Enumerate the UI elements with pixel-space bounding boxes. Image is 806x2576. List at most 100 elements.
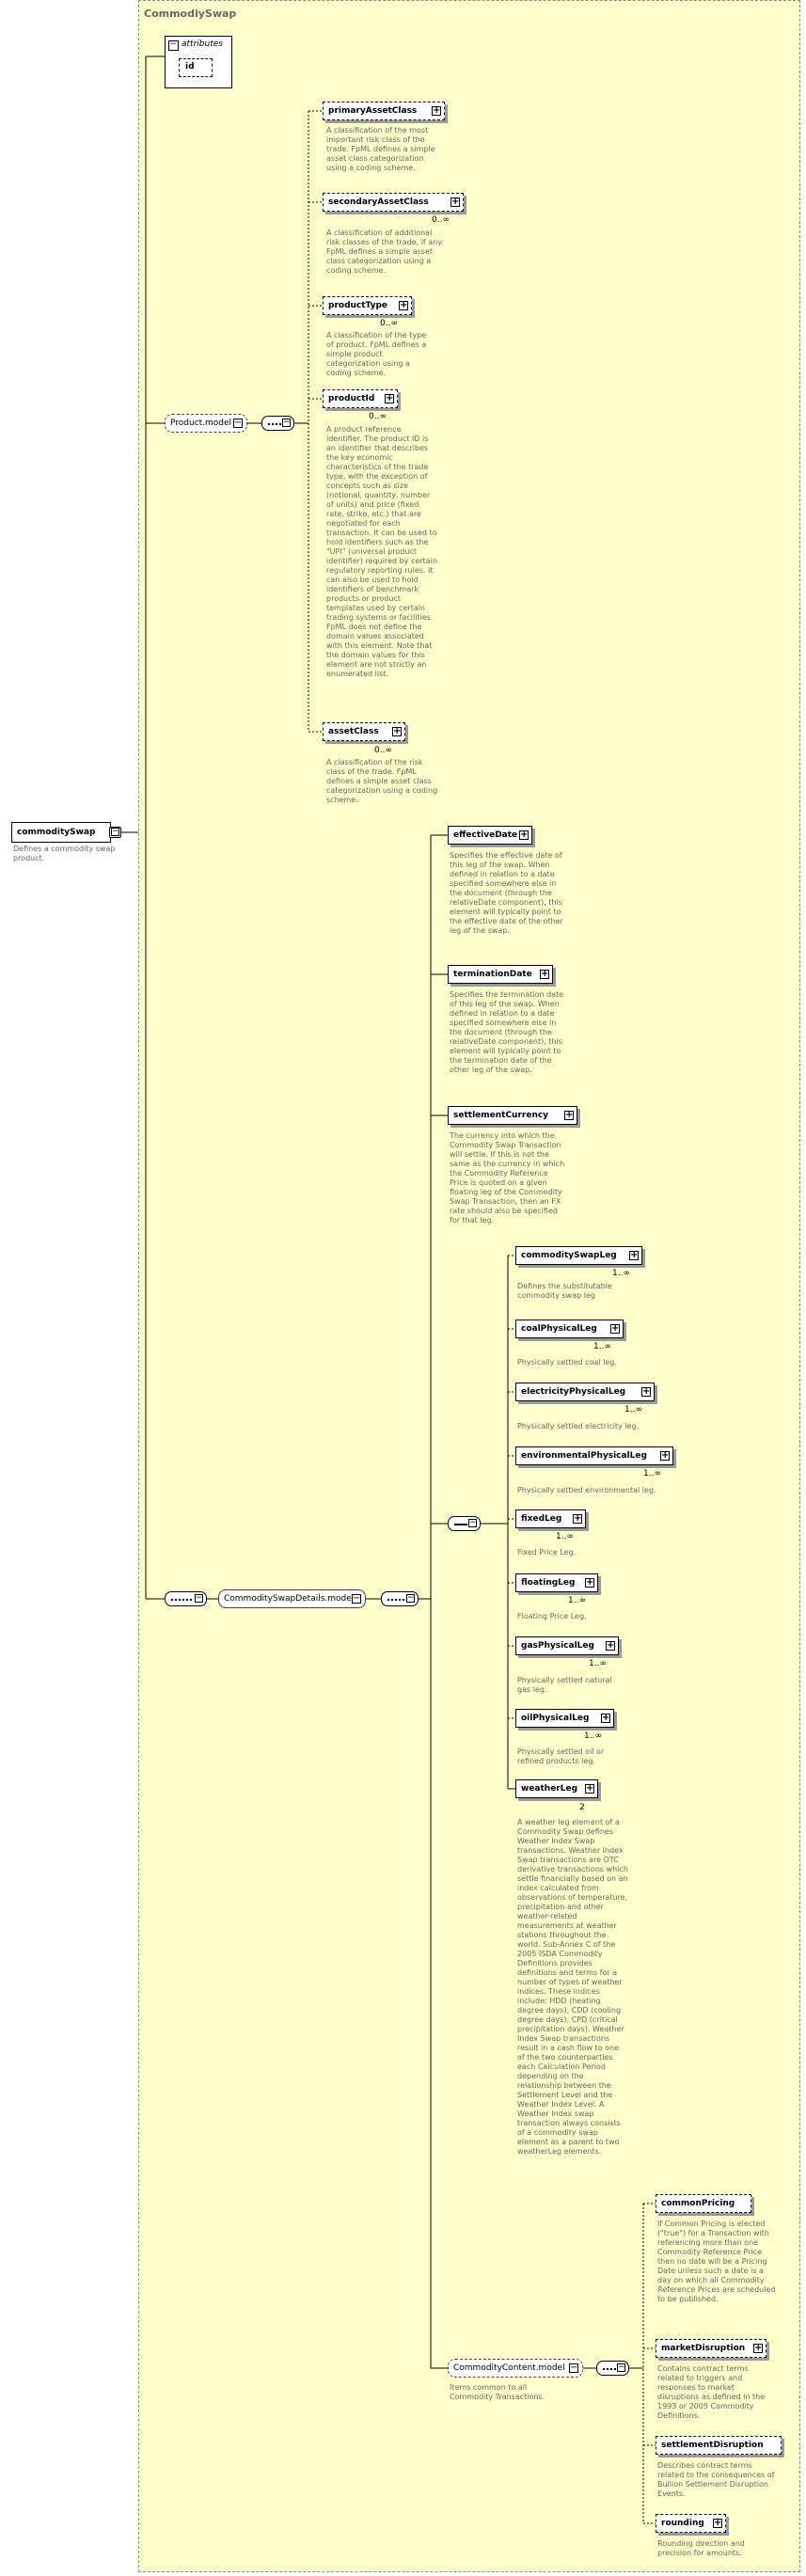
element-documentation: A weather leg element of a Commodity Swa… (517, 1818, 628, 2156)
attributes-label: attributes (182, 40, 223, 49)
attributes-group: −attributes id (165, 36, 232, 88)
attribute-id[interactable]: id (179, 58, 213, 77)
root-element-commodityswap[interactable]: commoditySwap (11, 822, 111, 843)
expand-icon[interactable]: + (585, 1783, 594, 1794)
occurrence: 0..∞ (432, 215, 450, 225)
element-documentation: Specifies the termination date of this l… (450, 990, 564, 1074)
occurrence: 1..∞ (643, 1469, 661, 1478)
element-documentation: Fixed Price Leg. (517, 1548, 577, 1557)
element-rounding[interactable]: rounding + (656, 2514, 726, 2533)
element-label: primaryAssetClass (328, 106, 418, 116)
element-label: oilPhysicalLeg (521, 1714, 590, 1723)
element-primaryassetclass[interactable]: primaryAssetClass + (323, 102, 445, 120)
element-documentation: If Common Pricing is elected ("true") fo… (657, 2220, 776, 2303)
choice-icon (454, 1524, 467, 1525)
element-productid[interactable]: productId + (323, 389, 398, 408)
element-documentation: A classification of additional risk clas… (326, 229, 444, 275)
occurrence: 1..∞ (556, 1532, 574, 1541)
element-gasphysicalleg[interactable]: gasPhysicalLeg + (515, 1636, 619, 1655)
element-label: marketDisruption (661, 2344, 746, 2353)
element-label: commoditySwapLeg (521, 1251, 617, 1260)
expand-icon[interactable]: + (713, 2518, 722, 2528)
expand-icon[interactable]: + (519, 830, 529, 840)
occurrence: 1..∞ (584, 1731, 602, 1741)
element-label: fixedLeg (521, 1514, 562, 1524)
element-commodityswapleg[interactable]: commoditySwapLeg + (515, 1246, 642, 1265)
element-marketdisruption[interactable]: marketDisruption + (656, 2339, 766, 2358)
expand-icon[interactable]: + (540, 969, 549, 979)
diagram-title: CommodiySwap (144, 8, 237, 20)
element-secondaryassetclass[interactable]: secondaryAssetClass + (323, 193, 464, 212)
root-element-label: commoditySwap (17, 828, 96, 837)
expand-icon[interactable]: + (392, 726, 402, 736)
collapse-icon[interactable]: − (406, 1593, 415, 1603)
collapse-icon[interactable]: − (168, 40, 179, 51)
group-product-model[interactable]: Product.model − (165, 414, 247, 433)
element-documentation: Physically settled coal leg. (517, 1358, 617, 1367)
expand-icon[interactable]: + (432, 105, 441, 116)
element-documentation: Defines the substitutable commodity swap… (517, 1282, 612, 1300)
collapse-icon[interactable]: − (468, 1518, 477, 1527)
expand-icon[interactable]: + (573, 1513, 582, 1524)
collapse-icon[interactable]: − (195, 1593, 203, 1603)
element-documentation: Describes contract terms related to the … (657, 2461, 775, 2498)
element-environmentalphysicalleg[interactable]: environmentalPhysicalLeg + (515, 1446, 673, 1465)
expand-icon[interactable]: + (629, 1250, 639, 1260)
sequence-connector: − (596, 2361, 629, 2376)
element-label: terminationDate (453, 970, 532, 979)
occurrence: 0..∞ (374, 746, 392, 755)
sequence-connector: − (165, 1591, 207, 1606)
element-label: productType (328, 301, 388, 310)
collapse-icon[interactable]: − (352, 1593, 361, 1604)
element-weatherleg[interactable]: weatherLeg + (515, 1779, 598, 1798)
element-label: settlementCurrency (453, 1111, 549, 1120)
occurrence: 0..∞ (369, 412, 387, 421)
expand-icon[interactable]: + (385, 393, 394, 403)
element-documentation: The currency into which the Commodity Sw… (450, 1131, 565, 1225)
collapse-icon[interactable]: − (282, 418, 291, 427)
expand-icon[interactable]: + (601, 1713, 610, 1723)
element-coalphysicalleg[interactable]: coalPhysicalLeg + (515, 1320, 624, 1338)
element-label: productId (328, 394, 375, 403)
collapse-icon[interactable]: − (617, 2363, 625, 2372)
group-commodityswapdetails-model[interactable]: CommoditySwapDetails.model − (218, 1589, 366, 1608)
element-floatingleg[interactable]: floatingLeg + (515, 1573, 598, 1592)
element-label: weatherLeg (521, 1784, 578, 1794)
expand-icon[interactable]: + (450, 197, 460, 207)
occurrence: 1..∞ (612, 1269, 630, 1278)
expand-icon[interactable]: + (399, 300, 408, 310)
collapse-icon[interactable]: − (569, 2363, 578, 2373)
complex-type-container (138, 0, 800, 2572)
element-commonpricing[interactable]: commonPricing (656, 2194, 751, 2213)
element-electricityphysicalleg[interactable]: electricityPhysicalLeg + (515, 1383, 655, 1401)
expand-icon[interactable]: + (641, 1386, 651, 1397)
element-terminationdate[interactable]: terminationDate + (448, 965, 553, 984)
expand-icon[interactable]: + (606, 1640, 615, 1651)
element-fixedleg[interactable]: fixedLeg + (515, 1509, 586, 1528)
occurrence: 1..∞ (593, 1342, 611, 1351)
group-commoditycontent-model[interactable]: CommodityContent.model − (448, 2359, 583, 2378)
expand-icon[interactable]: + (660, 1450, 670, 1461)
element-label: electricityPhysicalLeg (521, 1387, 626, 1397)
expand-icon[interactable]: + (585, 1577, 594, 1588)
element-label: coalPhysicalLeg (521, 1324, 597, 1334)
element-assetclass[interactable]: assetClass + (323, 722, 405, 741)
element-documentation: Physically settled natural gas leg. (517, 1676, 612, 1694)
root-connector: − (109, 827, 121, 838)
expand-icon[interactable]: + (753, 2343, 763, 2353)
expand-icon[interactable]: + (564, 1110, 574, 1120)
element-producttype[interactable]: productType + (323, 296, 412, 315)
element-documentation: Physically settled electricity leg. (517, 1422, 640, 1430)
element-documentation: A product reference identifier. The prod… (326, 425, 437, 678)
collapse-icon[interactable]: − (233, 418, 243, 428)
sequence-icon (171, 1599, 192, 1601)
element-oilphysicalleg[interactable]: oilPhysicalLeg + (515, 1709, 614, 1728)
element-settlementdisruption[interactable]: settlementDisruption (656, 2436, 782, 2455)
element-effectivedate[interactable]: effectiveDate + (448, 826, 532, 845)
element-documentation: A classification of the risk class of th… (326, 758, 438, 804)
occurrence: 1..∞ (624, 1405, 642, 1414)
element-settlementcurrency[interactable]: settlementCurrency + (448, 1106, 577, 1125)
expand-icon[interactable]: + (610, 1323, 620, 1334)
occurrence: 1..∞ (589, 1659, 607, 1668)
collapse-icon[interactable]: − (111, 827, 119, 836)
